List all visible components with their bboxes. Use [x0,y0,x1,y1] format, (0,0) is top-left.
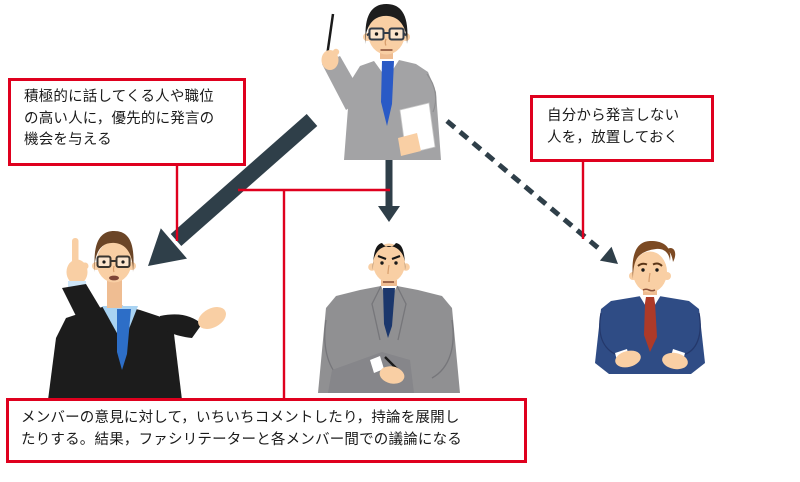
passive-member-figure [595,241,705,374]
passive-member-hair [632,241,671,279]
facilitator-sleeve-seam [426,73,437,113]
note-member-tie [383,288,395,338]
thick-arrow-to-active-member-icon [148,114,318,266]
active-member-arm [160,314,202,338]
facilitator-hand [321,50,339,70]
note-member-body [318,280,460,393]
active-member-figure [48,231,226,400]
stern-eyebrow [391,254,401,261]
worried-eyebrow [652,262,663,267]
facilitator-hair [365,4,408,44]
note-member-head [368,243,410,283]
passive-member-head [629,241,676,293]
red-connector-lines [175,160,585,399]
glasses-icon [366,27,407,41]
passive-member-body [595,290,705,374]
active-member-mouth [109,275,119,281]
facilitator-pen-icon [325,13,335,57]
annotation-favor-active-speakers: 積極的に話してくる人や職位 の高い人に，優先的に発言の 機会を与える [8,78,246,166]
passive-member-hand [615,350,641,368]
stern-eyebrow [377,254,387,261]
active-member-hair [94,231,134,272]
facilitator-body [321,13,441,160]
passive-member-tie-knot [645,297,655,303]
annotation-over-commenting: メンバーの意見に対して，いちいちコメントしたり，持論を展開し たりする。結果，フ… [6,398,527,463]
active-member-tie [117,309,131,370]
note-member-face [373,243,405,283]
active-member-body [48,238,226,400]
passive-member-tie [644,303,657,352]
facilitator-figure [321,4,441,160]
dashed-arrow-to-passive-member-icon [445,119,618,264]
active-member-open-palm [198,307,226,329]
active-member-head [92,231,136,308]
pointing-finger-icon [72,238,79,264]
passive-member-hand [662,352,688,370]
active-member-suit [48,304,182,400]
facilitator-paper-hand [398,133,421,156]
down-arrow-to-middle-member-icon [378,160,400,222]
facilitator-head [363,4,410,59]
note-taking-member-figure [318,243,460,393]
passive-member-face [633,251,667,293]
note-member-hand [379,366,405,384]
facilitator-tie [381,61,394,126]
annotation-neglect-passive-member: 自分から発言しない 人を，放置しておく [530,95,714,162]
worried-eyebrow [637,262,648,267]
